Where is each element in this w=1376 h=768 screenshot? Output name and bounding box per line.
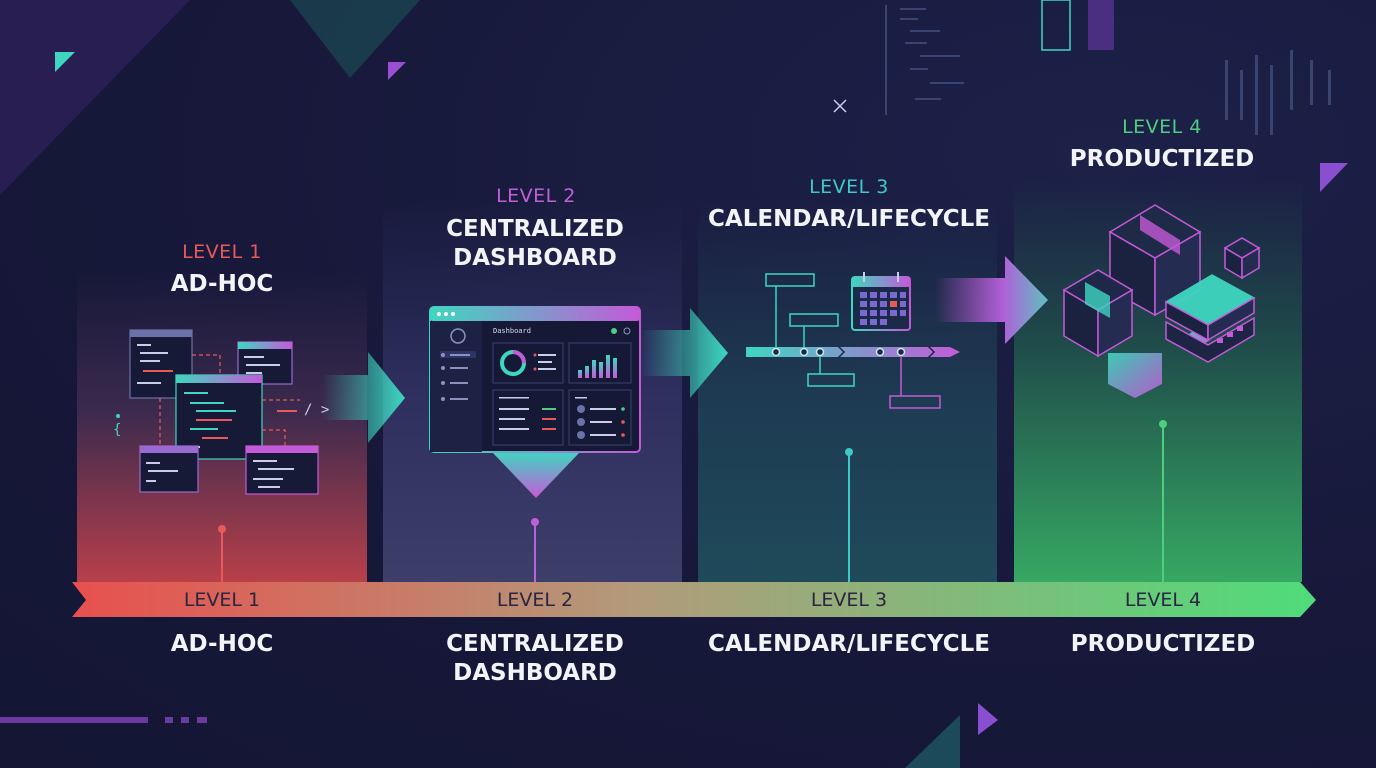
arrow-right-icon [640,308,728,398]
level-2-title-line-1: CENTRALIZED [446,216,624,242]
bottom-title-level-1: AD-HOC [102,630,342,659]
level-3-title: CALENDAR/LIFECYCLE [708,206,990,232]
bottom-title-level-3: CALENDAR/LIFECYCLE [690,630,1008,659]
calendar-icon [851,272,911,331]
svg-text:{: { [113,422,121,438]
bottom-title-level-2-line-2: DASHBOARD [453,660,617,686]
package-boxes-icon [1062,204,1261,398]
code-window-icon: / > { [113,329,329,495]
dashboard-icon: Dashboard [429,306,641,498]
level-4-label: LEVEL 4 [1122,116,1202,138]
bottom-title-level-2-line-1: CENTRALIZED [446,631,624,657]
bar-label-level-3: LEVEL 3 [810,589,888,611]
level-3-label: LEVEL 3 [809,176,889,198]
bottom-title-level-1-line-1: AD-HOC [170,631,274,657]
maturity-timeline-bar [72,582,1316,617]
dashboard-title: Dashboard [493,327,531,335]
timeline-icon [746,273,960,409]
bottom-title-level-4-line-1: PRODUCTIZED [1070,631,1256,657]
svg-text:/ >: / > [304,402,329,418]
level-2-title: CENTRALIZED DASHBOARD [405,215,665,273]
bar-label-level-2: LEVEL 2 [496,589,574,611]
level-stems [218,420,1167,582]
level-2-label: LEVEL 2 [496,185,576,207]
bar-label-level-1: LEVEL 1 [183,589,261,611]
arrow-right-icon [322,352,405,443]
bar-label-level-4: LEVEL 4 [1124,589,1202,611]
level-1-title: AD-HOC [170,271,274,297]
bottom-title-level-4: PRODUCTIZED [1040,630,1286,659]
level-2-title-line-2: DASHBOARD [453,245,617,271]
level-4-title: PRODUCTIZED [1069,146,1255,172]
arrow-right-icon [935,256,1048,344]
bottom-title-level-2: CENTRALIZED DASHBOARD [405,630,665,688]
level-3-column [698,200,997,582]
bottom-title-level-3-line-1: CALENDAR/LIFECYCLE [708,631,990,657]
level-1-label: LEVEL 1 [182,241,262,263]
